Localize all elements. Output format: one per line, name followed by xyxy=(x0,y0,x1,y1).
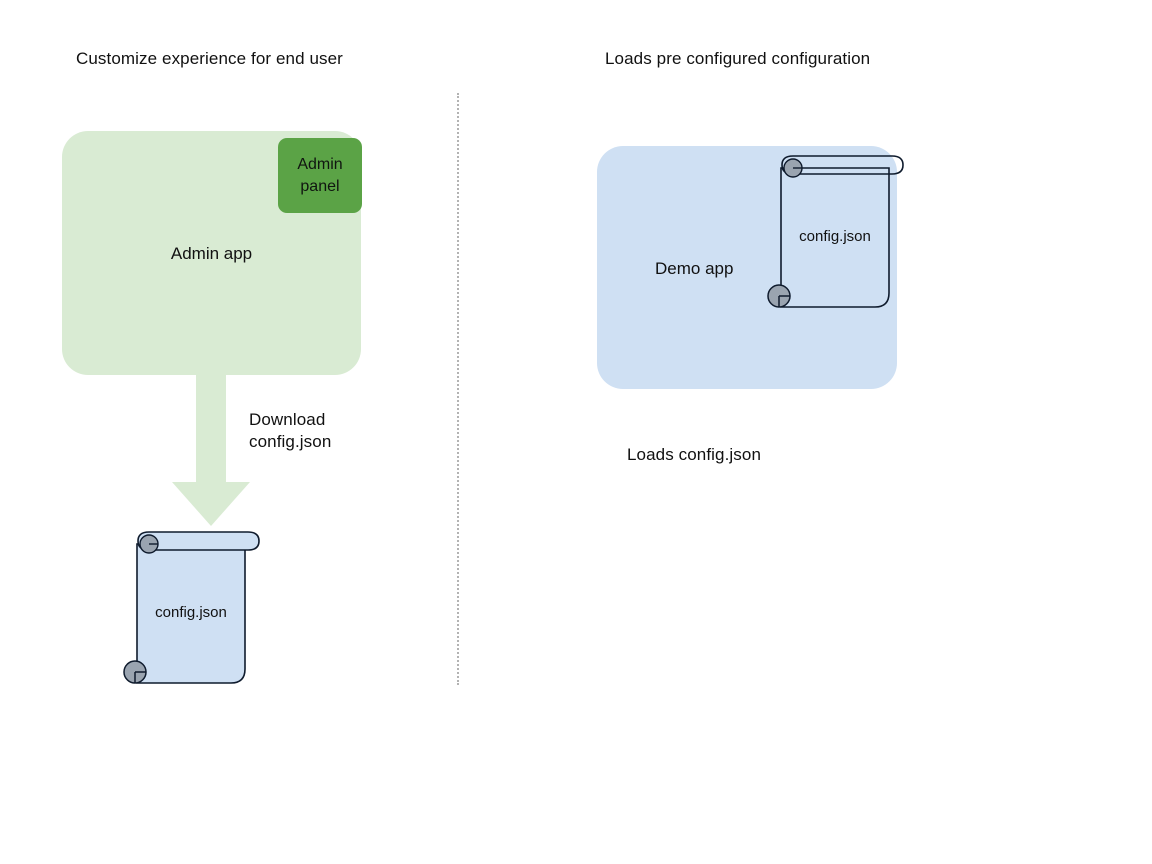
scroll-top-roll xyxy=(781,155,904,175)
scroll-bottom-roll-notch xyxy=(134,671,146,683)
right-column-heading: Loads pre configured configuration xyxy=(605,49,871,68)
loads-config-caption: Loads config.json xyxy=(627,445,762,464)
admin-panel-label: Admin panel xyxy=(297,155,343,195)
config-file-left[interactable]: config.json xyxy=(118,524,270,696)
left-column-heading: Customize experience for end user xyxy=(76,49,343,68)
demo-app-label: Demo app xyxy=(655,259,734,278)
config-file-left-label: config.json xyxy=(155,604,227,621)
config-file-right-label: config.json xyxy=(799,228,871,245)
config-file-right-svg xyxy=(767,155,904,308)
config-file-right[interactable]: config.json xyxy=(762,148,914,320)
config-file-left-svg xyxy=(123,531,260,684)
scroll-body xyxy=(780,167,890,308)
download-arrow-label: Download config.json xyxy=(249,410,332,451)
arrow-shape xyxy=(172,360,250,526)
admin-app-label: Admin app xyxy=(170,244,253,263)
scroll-bottom-roll-notch xyxy=(778,295,790,307)
download-arrow-svg xyxy=(172,360,250,526)
scroll-top-roll xyxy=(137,531,260,551)
scroll-body xyxy=(136,543,246,684)
download-arrow xyxy=(168,360,254,530)
column-divider xyxy=(457,93,461,685)
demo-app-box[interactable]: Demo app xyxy=(597,146,897,389)
admin-panel-box[interactable]: Admin panel xyxy=(278,138,362,213)
